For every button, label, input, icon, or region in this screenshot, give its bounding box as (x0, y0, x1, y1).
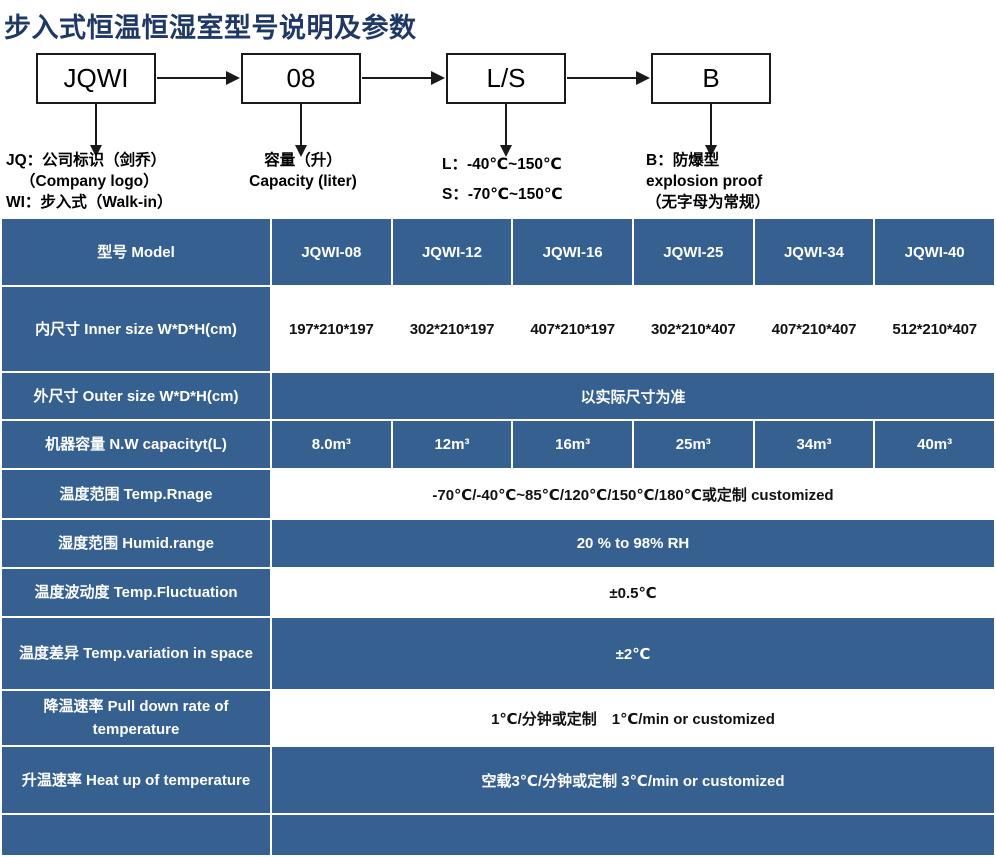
row-label-inner-size: 内尺寸 Inner size W*D*H(cm) (2, 287, 270, 371)
table-header-model-4: JQWI-34 (754, 219, 874, 285)
flow-box-b: B (651, 53, 771, 104)
spec-table: 型号 Model JQWI-08 JQWI-12 JQWI-16 JQWI-25… (0, 217, 996, 857)
row-label-temp-fluctuation: 温度波动度 Temp.Fluctuation (2, 569, 270, 616)
table-row: 温度范围 Temp.Rnage -70℃/-40℃~85℃/120℃/150℃/… (2, 470, 994, 518)
legend-capacity-line2: Capacity (liter) (249, 173, 357, 190)
row-label-cut-off (2, 815, 270, 855)
flow-box-08-label: 08 (286, 63, 316, 93)
cell-inner-size-5: 512*210*407 (875, 287, 994, 371)
table-row (2, 815, 994, 855)
legend-jqwi-line2: （Company logo） (20, 173, 159, 190)
row-label-nw-capacity: 机器容量 N.W capacityt(L) (2, 421, 270, 468)
flow-box-jqwi: JQWI (36, 53, 156, 104)
cell-temp-range-merged: -70℃/-40℃~85℃/120℃/150℃/180℃或定制 customiz… (272, 470, 994, 518)
cell-cut-off-merged (272, 815, 994, 855)
table-header-model-0: JQWI-08 (272, 219, 391, 285)
legend-jqwi: JQ：公司标识（剑乔） （Company logo） WI：步入式（Walk-i… (6, 150, 172, 213)
table-row: 湿度范围 Humid.range 20 % to 98% RH (2, 520, 994, 567)
flow-box-ls-label: L/S (486, 63, 526, 93)
table-row: 升温速率 Heat up of temperature 空载3℃/分钟或定制 3… (2, 747, 994, 813)
table-row: 温度差异 Temp.variation in space ±2℃ (2, 618, 994, 689)
table-header-model-5: JQWI-40 (875, 219, 994, 285)
flow-box-ls: L/S (446, 53, 566, 104)
arrow-right-icon-3 (567, 71, 650, 85)
table-row: 温度波动度 Temp.Fluctuation ±0.5℃ (2, 569, 994, 616)
row-label-temp-range: 温度范围 Temp.Rnage (2, 470, 270, 518)
table-row-header: 型号 Model JQWI-08 JQWI-12 JQWI-16 JQWI-25… (2, 219, 994, 285)
legend-b-line3: （无字母为常规） (646, 194, 771, 211)
legend-b-line2: explosion proof (646, 173, 763, 190)
cell-outer-size-merged: 以实际尺寸为准 (272, 373, 994, 419)
cell-nw-capacity-2: 16m³ (513, 421, 632, 468)
flow-box-jqwi-label: JQWI (63, 63, 129, 93)
arrow-right-icon-2 (362, 71, 445, 85)
cell-pull-down-rate-merged: 1℃/分钟或定制 1℃/min or customized (272, 691, 994, 745)
legend-capacity: 容量（升） Capacity (liter) (228, 150, 378, 192)
cell-inner-size-2: 407*210*197 (513, 287, 632, 371)
row-label-pull-down-rate: 降温速率 Pull down rate of temperature (2, 691, 270, 745)
table-row: 降温速率 Pull down rate of temperature 1℃/分钟… (2, 691, 994, 745)
cell-humid-range-merged: 20 % to 98% RH (272, 520, 994, 567)
table-header-model-1: JQWI-12 (392, 219, 512, 285)
table-header-model-2: JQWI-16 (513, 219, 632, 285)
page-title: 步入式恒温恒湿室型号说明及参数 (4, 13, 417, 43)
table-row: 机器容量 N.W capacityt(L) 8.0m³ 12m³ 16m³ 25… (2, 421, 994, 468)
cell-inner-size-4: 407*210*407 (754, 287, 874, 371)
flow-box-b-label: B (702, 63, 720, 93)
legend-ls-line1: L：-40℃~150℃ (442, 156, 562, 173)
cell-nw-capacity-3: 25m³ (633, 421, 753, 468)
cell-temp-variation-merged: ±2℃ (272, 618, 994, 689)
table-header-model-3: JQWI-25 (633, 219, 753, 285)
cell-inner-size-1: 302*210*197 (392, 287, 512, 371)
row-label-humid-range: 湿度范围 Humid.range (2, 520, 270, 567)
model-code-flow-diagram: JQWI 08 L/S B JQ：公司标识（剑乔） （Company logo）… (0, 45, 996, 217)
cell-inner-size-3: 302*210*407 (633, 287, 753, 371)
arrow-down-icon-4 (705, 104, 717, 157)
legend-b: B：防爆型 explosion proof （无字母为常规） (646, 150, 770, 213)
arrow-down-icon-2 (295, 104, 307, 157)
arrow-down-icon-1 (90, 104, 102, 157)
legend-jqwi-line3: WI：步入式（Walk-in） (6, 194, 173, 211)
row-label-heat-up-rate: 升温速率 Heat up of temperature (2, 747, 270, 813)
cell-nw-capacity-4: 34m³ (754, 421, 874, 468)
flow-box-08: 08 (241, 53, 361, 104)
cell-nw-capacity-1: 12m³ (392, 421, 512, 468)
row-label-outer-size: 外尺寸 Outer size W*D*H(cm) (2, 373, 270, 419)
cell-temp-fluctuation-merged: ±0.5℃ (272, 569, 994, 616)
legend-jqwi-line1: JQ：公司标识（剑乔） (6, 152, 167, 169)
legend-capacity-line1: 容量（升） (264, 152, 342, 169)
legend-b-line1: B：防爆型 (646, 152, 720, 169)
legend-ls: L：-40℃~150℃ S：-70℃~150℃ (442, 150, 563, 210)
arrow-down-icon-3 (500, 104, 512, 157)
table-header-model-label: 型号 Model (2, 219, 270, 285)
table-row: 内尺寸 Inner size W*D*H(cm) 197*210*197 302… (2, 287, 994, 371)
arrow-right-icon-1 (157, 71, 240, 85)
cell-nw-capacity-0: 8.0m³ (272, 421, 391, 468)
cell-nw-capacity-5: 40m³ (875, 421, 994, 468)
table-row: 外尺寸 Outer size W*D*H(cm) 以实际尺寸为准 (2, 373, 994, 419)
cell-heat-up-rate-merged: 空载3℃/分钟或定制 3℃/min or customized (272, 747, 994, 813)
legend-ls-line2: S：-70℃~150℃ (442, 186, 563, 203)
cell-inner-size-0: 197*210*197 (272, 287, 391, 371)
row-label-temp-variation: 温度差异 Temp.variation in space (2, 618, 270, 689)
